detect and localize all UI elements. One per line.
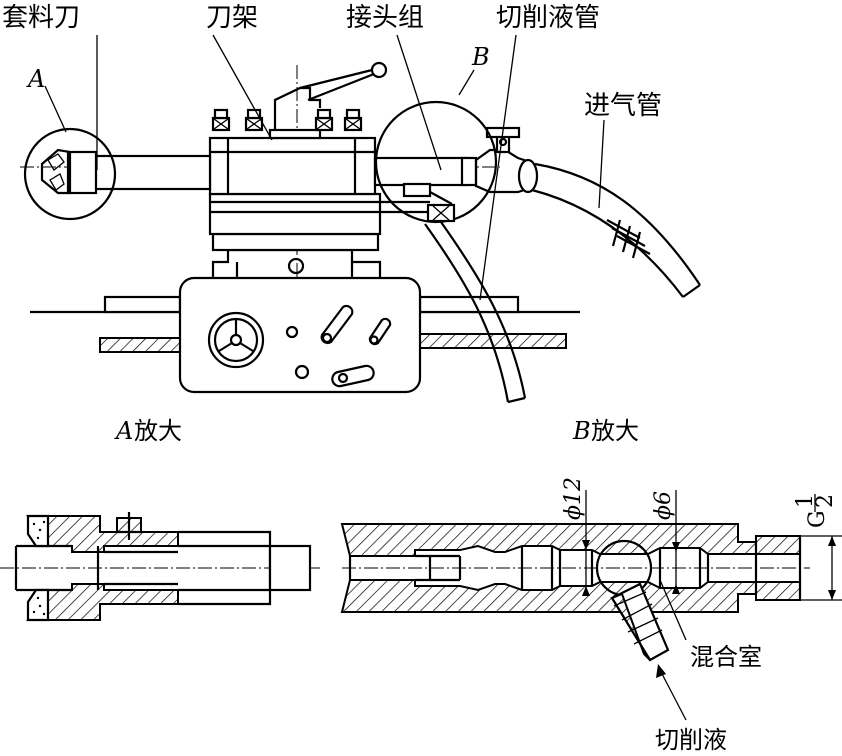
handwheel bbox=[207, 311, 265, 369]
label-jin-qi-guan: 进气管 bbox=[584, 91, 662, 121]
svg-text:1: 1 bbox=[793, 494, 818, 508]
svg-text:A: A bbox=[114, 417, 133, 445]
carriage-apron bbox=[178, 276, 422, 394]
tool-post-handle bbox=[273, 61, 388, 130]
connector-valve bbox=[474, 126, 539, 194]
clamp-bolts bbox=[211, 108, 363, 132]
apron-levers bbox=[320, 304, 392, 388]
label-qie-xue-ye-guan: 切削液管 bbox=[496, 3, 600, 33]
svg-text:放大: 放大 bbox=[591, 417, 639, 445]
hose-clamp bbox=[606, 219, 651, 259]
title-b-enlarged: B 放大 bbox=[572, 417, 639, 445]
detail-a-section bbox=[0, 512, 320, 622]
svg-text:G: G bbox=[805, 510, 830, 528]
dim-phi6: ϕ6 bbox=[651, 491, 676, 520]
tool-post bbox=[208, 136, 377, 196]
detail-marker-a: A bbox=[26, 65, 45, 93]
dim-thread: G 1 2 bbox=[793, 494, 838, 528]
label-hun-he-shi: 混合室 bbox=[690, 643, 762, 671]
coolant-inlet-fitting bbox=[610, 582, 670, 662]
detail-marker-b: B bbox=[471, 43, 490, 71]
svg-text:2: 2 bbox=[813, 494, 838, 508]
detail-circle-a bbox=[23, 127, 117, 221]
connector-body bbox=[373, 156, 470, 187]
label-qie-xue-ye: 切削液 bbox=[655, 726, 727, 754]
label-dao-jia: 刀架 bbox=[206, 3, 258, 33]
svg-text:B: B bbox=[572, 417, 591, 445]
detail-b-section bbox=[340, 490, 842, 721]
label-jie-tou-zu: 接头组 bbox=[346, 3, 424, 33]
air-hose bbox=[534, 162, 701, 286]
lathe-assembly-view bbox=[20, 34, 701, 404]
coolant-tube bbox=[402, 182, 527, 404]
trepanning-cutter bbox=[40, 148, 98, 195]
dim-phi12: ϕ12 bbox=[561, 477, 586, 520]
svg-text:放大: 放大 bbox=[134, 417, 182, 445]
title-a-enlarged: A 放大 bbox=[114, 417, 182, 445]
label-tao-liao-dao: 套料刀 bbox=[2, 3, 80, 33]
